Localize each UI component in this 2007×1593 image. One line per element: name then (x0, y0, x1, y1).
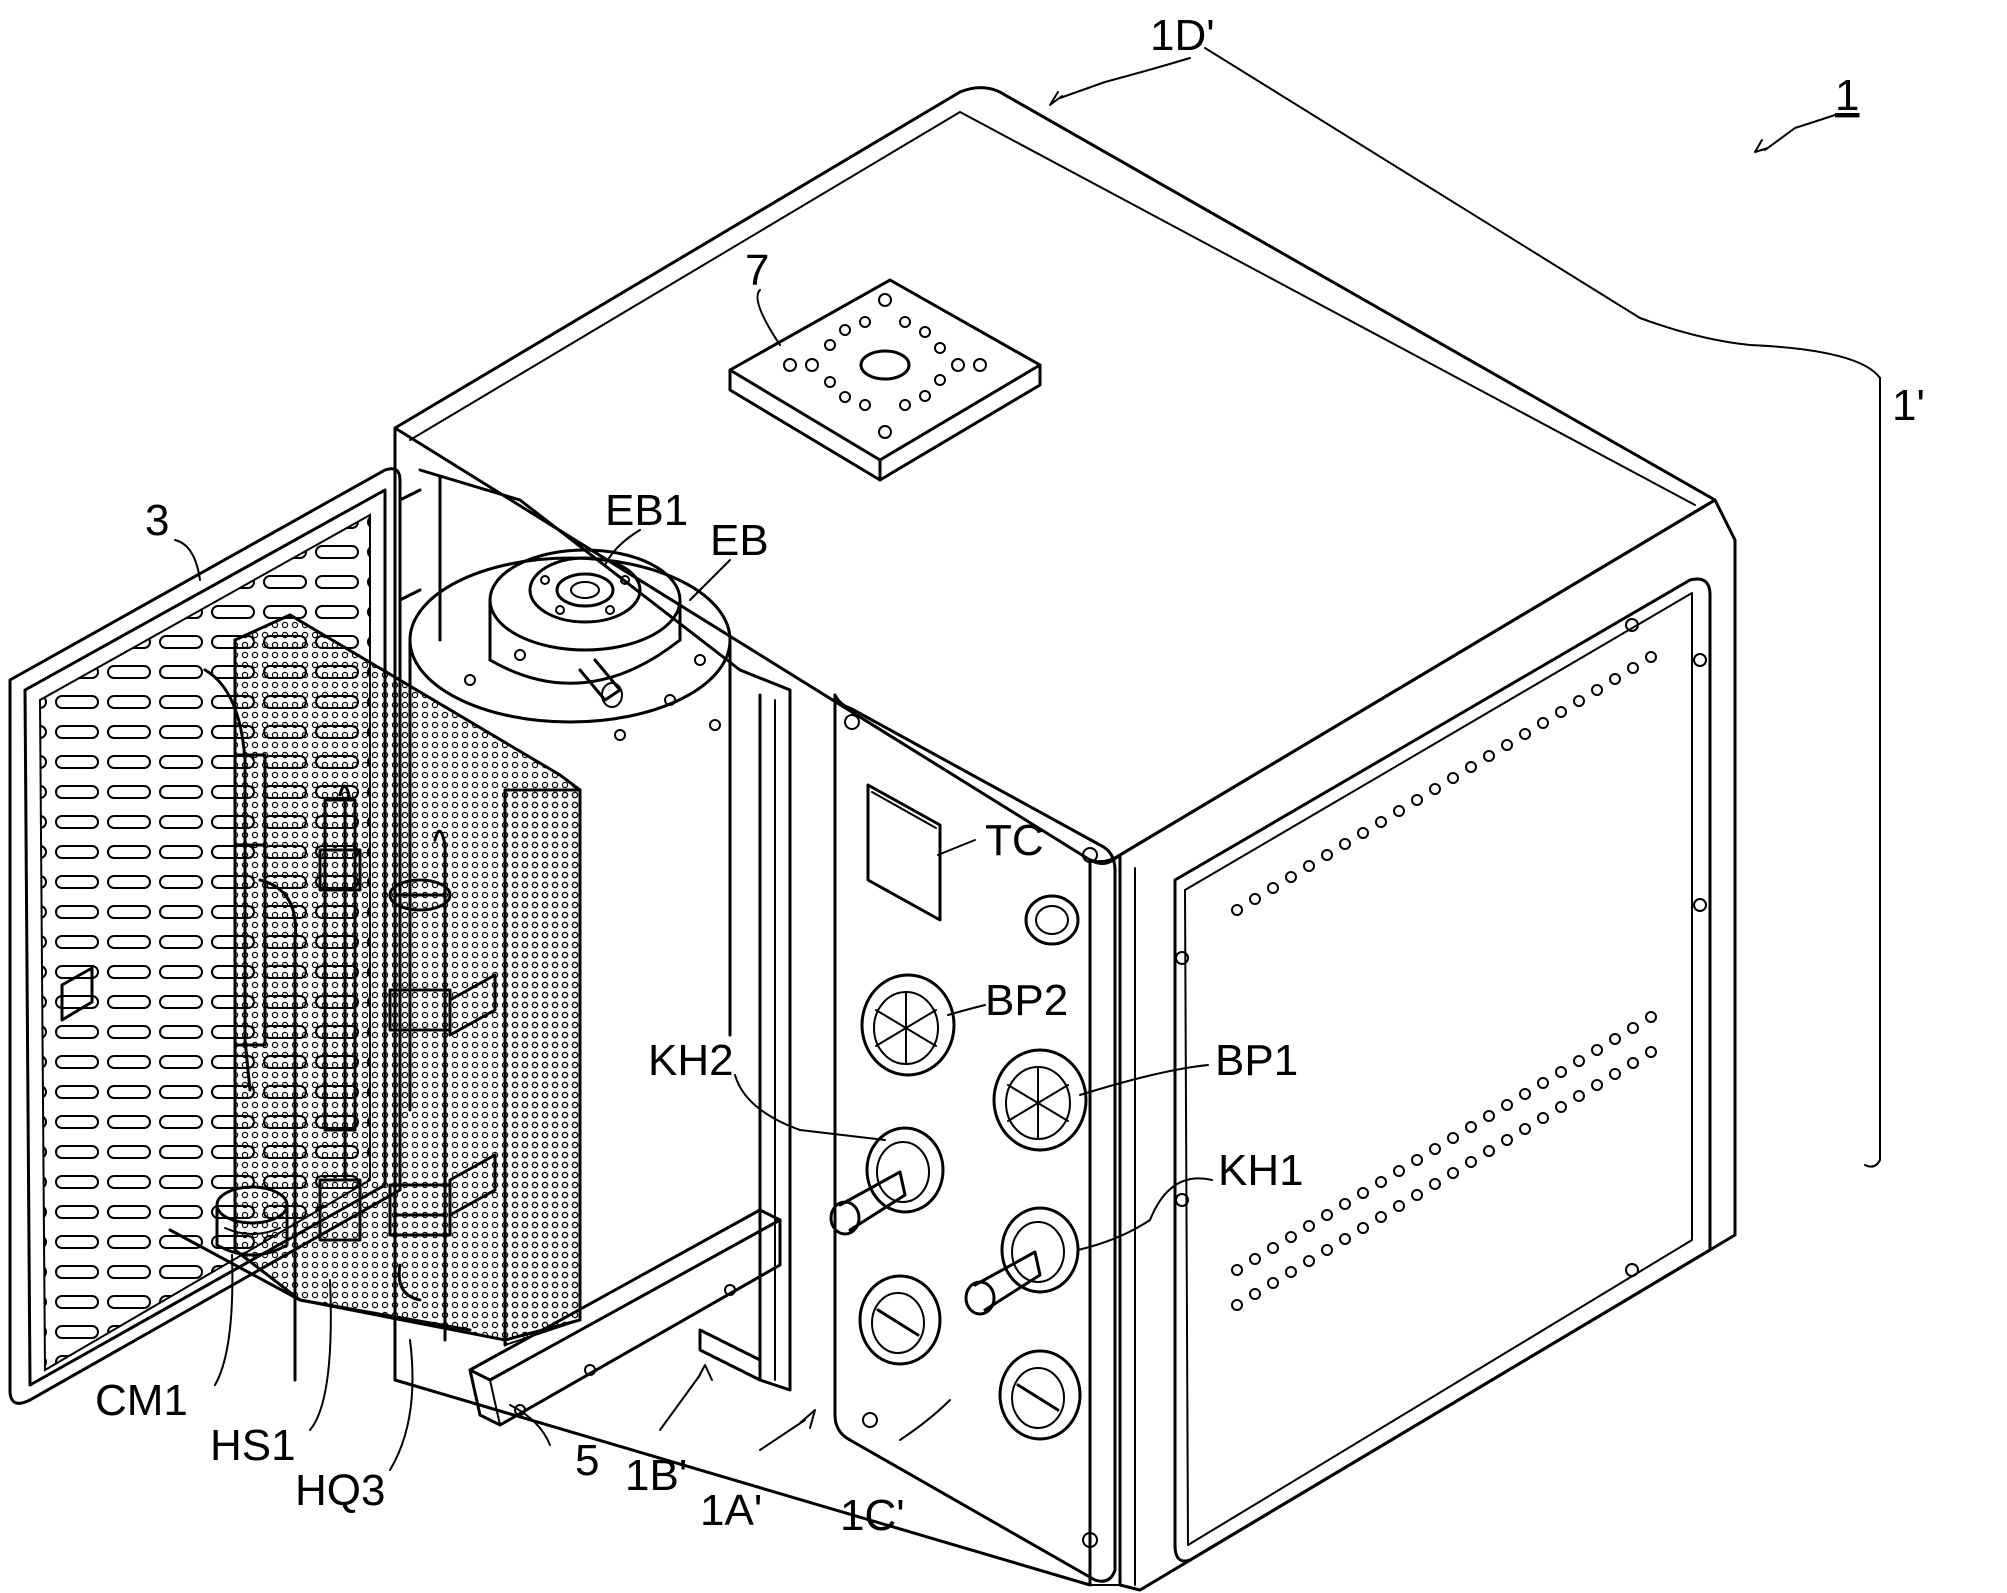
button-bp1 (992, 1048, 1088, 1152)
label-kh2: KH2 (648, 1036, 734, 1085)
label-bp1: BP1 (1215, 1036, 1298, 1085)
cabinet-top-face (393, 86, 1717, 864)
side-vent-panel (1173, 577, 1712, 1563)
label-1: 1 (1835, 71, 1859, 120)
label-1d-prime: 1D' (1150, 11, 1215, 60)
hose-top (203, 668, 252, 1092)
label-hs1: HS1 (210, 1421, 296, 1470)
button-bp2 (860, 973, 956, 1077)
label-7: 7 (745, 246, 769, 295)
label-1b-prime: 1B' (625, 1451, 687, 1500)
label-1-prime: 1' (1892, 381, 1925, 430)
tap-kh2 (829, 1126, 945, 1236)
label-3: 3 (145, 496, 169, 545)
vent-row-mid (1231, 1011, 1657, 1276)
rotary-knob-left (858, 1274, 942, 1366)
label-tc: TC (985, 816, 1044, 865)
vent-row-top (1231, 651, 1657, 916)
vent-row-bottom (1231, 1046, 1657, 1311)
compartment-frame (418, 468, 792, 1427)
label-eb1: EB1 (605, 486, 688, 535)
label-bp2: BP2 (985, 976, 1068, 1025)
front-control-panel (829, 693, 1117, 1583)
leaders (174, 47, 1881, 1471)
socket-plate (728, 278, 1042, 482)
cabinet-right-face (1118, 498, 1737, 1592)
tap-kh1 (964, 1206, 1080, 1316)
label-cm1: CM1 (95, 1376, 188, 1425)
label-kh1: KH1 (1218, 1146, 1304, 1195)
label-hq3: HQ3 (295, 1466, 385, 1515)
display-screen (866, 783, 942, 922)
door (8, 467, 422, 1405)
label-eb: EB (710, 516, 769, 565)
indicator-lamp (1024, 894, 1080, 946)
vessel-port-eb1 (488, 548, 682, 708)
labels: 1 1' 1D' 7 EB1 EB 3 TC BP2 BP1 KH2 KH1 C… (95, 11, 1925, 1540)
tube-hs1 (323, 798, 357, 1132)
tube-assembly (168, 668, 497, 1382)
cup-cm1 (215, 1185, 289, 1257)
label-1a-prime: 1A' (700, 1486, 762, 1535)
label-5: 5 (575, 1436, 599, 1485)
label-1c-prime: 1C' (840, 1491, 905, 1540)
door-lock-square (60, 966, 94, 1022)
cabinet-body (393, 86, 1737, 1592)
rotary-knob-right (998, 1349, 1082, 1441)
